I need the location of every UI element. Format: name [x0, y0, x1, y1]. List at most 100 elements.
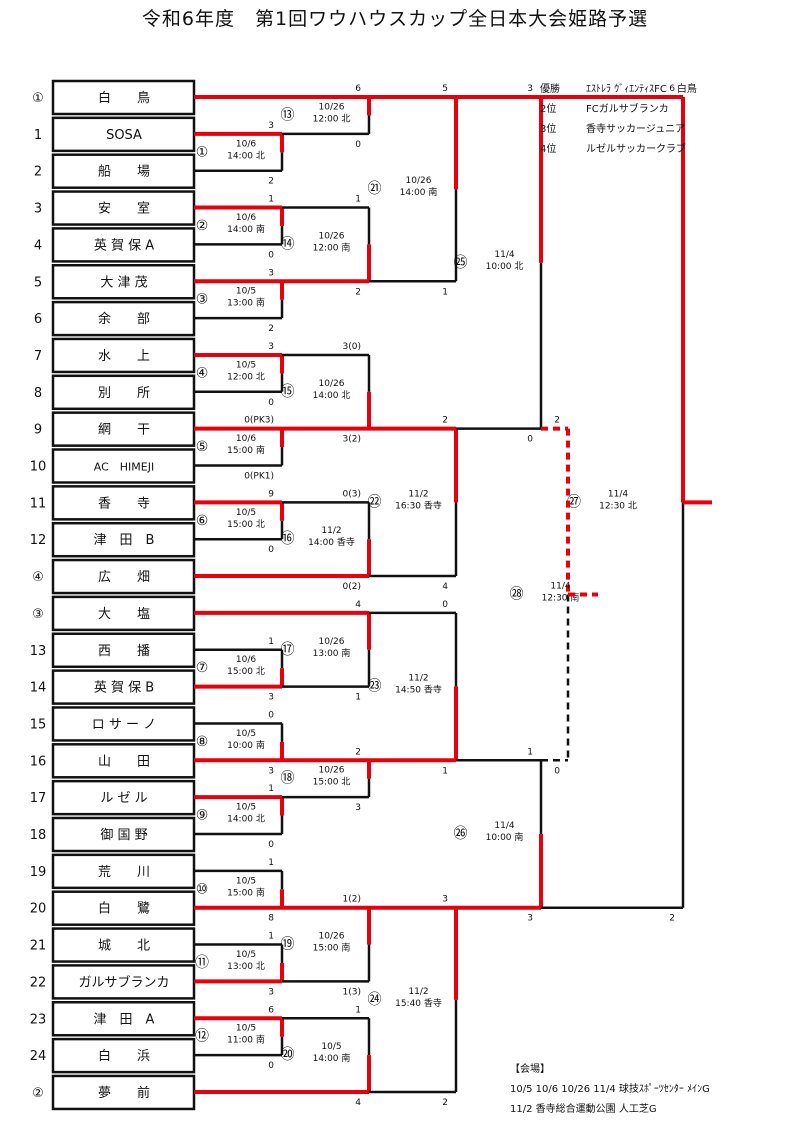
match-number: ⑩: [196, 881, 209, 897]
team-seed: 3: [34, 202, 42, 217]
team-seed: ③: [32, 607, 44, 622]
team-seed: 17: [30, 791, 47, 806]
match-number: ㉒: [368, 494, 382, 510]
score-top: 2: [554, 416, 560, 426]
score-top: 1: [268, 637, 274, 647]
match-time: 10:00 南: [227, 739, 265, 751]
team-name: 大 津 茂: [100, 275, 147, 290]
match-time: 12:00 北: [227, 371, 265, 382]
match-time: 15:00 南: [227, 886, 265, 898]
match-date: 11/4: [494, 821, 514, 831]
team-name: 広 畑: [98, 570, 150, 585]
team-name: 津 田 A: [94, 1012, 155, 1027]
score-bottom: 1(3): [343, 987, 361, 997]
team-seed: 22: [30, 975, 47, 990]
match-date: 10/5: [236, 803, 256, 813]
team-name: 船 場: [98, 165, 150, 180]
score-top: 3: [268, 342, 274, 352]
match-date: 10/5: [236, 729, 256, 739]
score-top: 1: [355, 1005, 361, 1015]
result-rank: 2位: [540, 104, 557, 115]
match-date: 10/5: [321, 1042, 341, 1052]
match-date: 10/26: [319, 231, 345, 241]
score-top: 6: [268, 1005, 274, 1015]
match-number: ④: [196, 365, 209, 381]
match-date: 11/2: [408, 987, 428, 997]
score-bottom: 0: [268, 398, 274, 408]
match-time: 16:30 香寺: [395, 500, 442, 511]
match-time: 15:00 南: [313, 942, 351, 954]
score-bottom: 1: [442, 766, 448, 776]
score-top: 0(3): [343, 489, 361, 499]
match-date: 10/5: [236, 287, 256, 297]
match-time: 13:00 南: [227, 297, 265, 309]
result-row-1: 優勝ｴｽﾄﾚﾗ ｳﾞｨｴﾝﾃｨｽFC 白鳥: [540, 80, 697, 100]
match-number: ⑦: [196, 660, 209, 676]
score-bottom: 0(PK1): [244, 472, 274, 482]
result-team: ルゼルサッカークラブ: [586, 144, 686, 155]
team-box: [51, 1037, 196, 1074]
match-number: ⑧: [196, 734, 209, 750]
match-date: 11/2: [408, 489, 428, 499]
score-top: 1(2): [343, 895, 361, 905]
venue-line-2: 11/2 香寺総合運動公園 人工芝G: [510, 1104, 657, 1115]
match-time: 15:00 北: [227, 666, 265, 677]
result-rank: 3位: [540, 124, 557, 135]
match-number: ⑰: [281, 642, 295, 658]
match-time: 15:00 北: [313, 777, 351, 788]
score-bottom: 2: [355, 287, 361, 297]
team-name: 大 塩: [98, 607, 150, 622]
team-name: ル ゼ ル: [100, 791, 147, 806]
team-seed: 6: [34, 312, 42, 327]
venue-line-1: 10/5 10/6 10/26 11/4 球技ｽﾎﾟｰﾂｾﾝﾀｰ ﾒｲﾝG: [510, 1084, 710, 1095]
match-date: 10/5: [236, 360, 256, 370]
score-bottom: 2: [268, 177, 274, 187]
match-time: 14:00 北: [227, 150, 265, 161]
match-date: 10/26: [319, 102, 345, 112]
team-seed: 5: [34, 275, 42, 290]
match-number: ⑪: [195, 955, 209, 971]
match-time: 14:00 南: [227, 223, 265, 235]
match-time: 14:00 南: [400, 186, 438, 198]
score-bottom: 1: [442, 287, 448, 297]
match-number: ㉘: [510, 586, 524, 602]
match-number: ㉕: [454, 255, 468, 271]
score-top: 2: [442, 416, 448, 426]
match-time: 15:00 南: [227, 444, 265, 456]
team-name: 水 上: [98, 349, 150, 364]
team-box: [51, 374, 196, 411]
match-number: ⑯: [281, 531, 295, 547]
result-rank: 優勝: [540, 84, 560, 95]
match-number: ②: [196, 218, 209, 234]
team-seed: 24: [30, 1049, 47, 1064]
match-date: 11/4: [550, 581, 570, 591]
team-name: SOSA: [106, 128, 142, 143]
match-time: 13:00 南: [313, 647, 351, 659]
team-name: 余 部: [98, 311, 150, 327]
score-bottom: 2: [442, 1098, 448, 1108]
team-seed: 10: [30, 460, 47, 475]
score-top: 3(0): [343, 342, 361, 352]
score-top: 1: [268, 784, 274, 794]
team-name: 安 室: [98, 201, 150, 217]
team-box: [51, 264, 196, 300]
match-date: 10/5: [236, 950, 256, 960]
match-date: 11/4: [608, 489, 628, 499]
team-seed: ②: [32, 1086, 44, 1101]
score-top: 1: [268, 858, 274, 868]
team-box: [51, 300, 196, 337]
score-top: 1: [268, 195, 274, 205]
match-time: 12:00 北: [313, 113, 351, 124]
score-bottom: 4: [355, 1098, 361, 1108]
team-seed: 20: [30, 902, 47, 917]
team-seed: 9: [34, 423, 42, 438]
match-number: ㉔: [368, 992, 382, 1008]
match-date: 10/6: [236, 434, 256, 444]
score-top: 1: [527, 747, 533, 757]
score-top: 0: [442, 600, 448, 610]
score-top: 3: [268, 121, 274, 131]
page-title: 令和6年度 第1回ワウハウスカップ全日本大会姫路予選: [141, 8, 649, 30]
match-time: 10:00 北: [486, 261, 524, 272]
match-number: ③: [196, 292, 209, 308]
